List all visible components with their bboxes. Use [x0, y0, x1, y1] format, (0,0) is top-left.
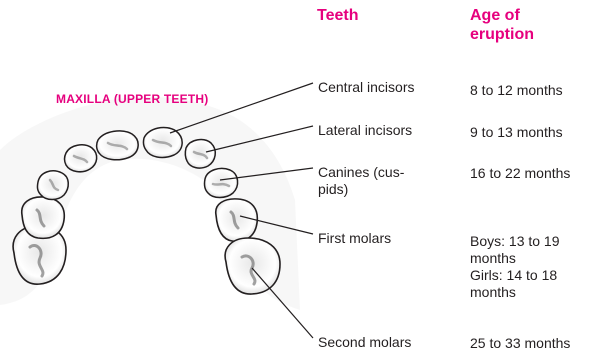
header-age-line-1: Age of: [470, 6, 580, 25]
eruption-age-line: months: [470, 284, 588, 301]
tooth-right-canine: [204, 168, 237, 197]
tooth-name-first-molars: First molars: [318, 230, 448, 247]
tooth-name-central-incisors: Central incisors: [318, 79, 448, 96]
tooth-left-central-incisor: [97, 131, 139, 160]
header-teeth: Teeth: [317, 6, 358, 25]
tooth-right-central-incisor: [143, 127, 182, 157]
header-age-of-eruption: Age of eruption: [470, 6, 580, 44]
tooth-left-lateral-incisor: [65, 145, 97, 172]
header-age-line-2: eruption: [470, 25, 580, 44]
tooth-name-line: pids): [318, 181, 448, 198]
arch-label: MAXILLA (UPPER TEETH): [56, 92, 208, 106]
eruption-age-line: 25 to 33 months: [470, 335, 588, 352]
eruption-age-line: months: [470, 250, 588, 267]
eruption-age-line: Boys: 13 to 19: [470, 233, 588, 250]
eruption-age-lateral-incisors: 9 to 13 months: [470, 124, 588, 141]
eruption-age-central-incisors: 8 to 12 months: [470, 82, 588, 99]
tooth-name-second-molars: Second molars: [318, 334, 448, 351]
tooth-left-canine: [37, 171, 68, 200]
eruption-age-second-molars: 25 to 33 months: [470, 335, 588, 352]
eruption-age-line: 8 to 12 months: [470, 82, 588, 99]
tooth-name-lateral-incisors: Lateral incisors: [318, 122, 448, 139]
eruption-age-canines: 16 to 22 months: [470, 165, 588, 182]
tooth-name-line: Canines (cus-: [318, 164, 448, 181]
tooth-right-second-molar: [225, 238, 280, 294]
tooth-name-canines: Canines (cus- pids): [318, 164, 448, 198]
eruption-age-line: Girls: 14 to 18: [470, 267, 588, 284]
tooth-left-first-molar: [22, 197, 65, 238]
eruption-age-line: 16 to 22 months: [470, 165, 588, 182]
eruption-age-first-molars: Boys: 13 to 19 months Girls: 14 to 18 mo…: [470, 233, 588, 301]
tooth-right-first-molar: [216, 199, 258, 241]
eruption-age-line: 9 to 13 months: [470, 124, 588, 141]
tooth-right-lateral-incisor: [185, 140, 215, 168]
